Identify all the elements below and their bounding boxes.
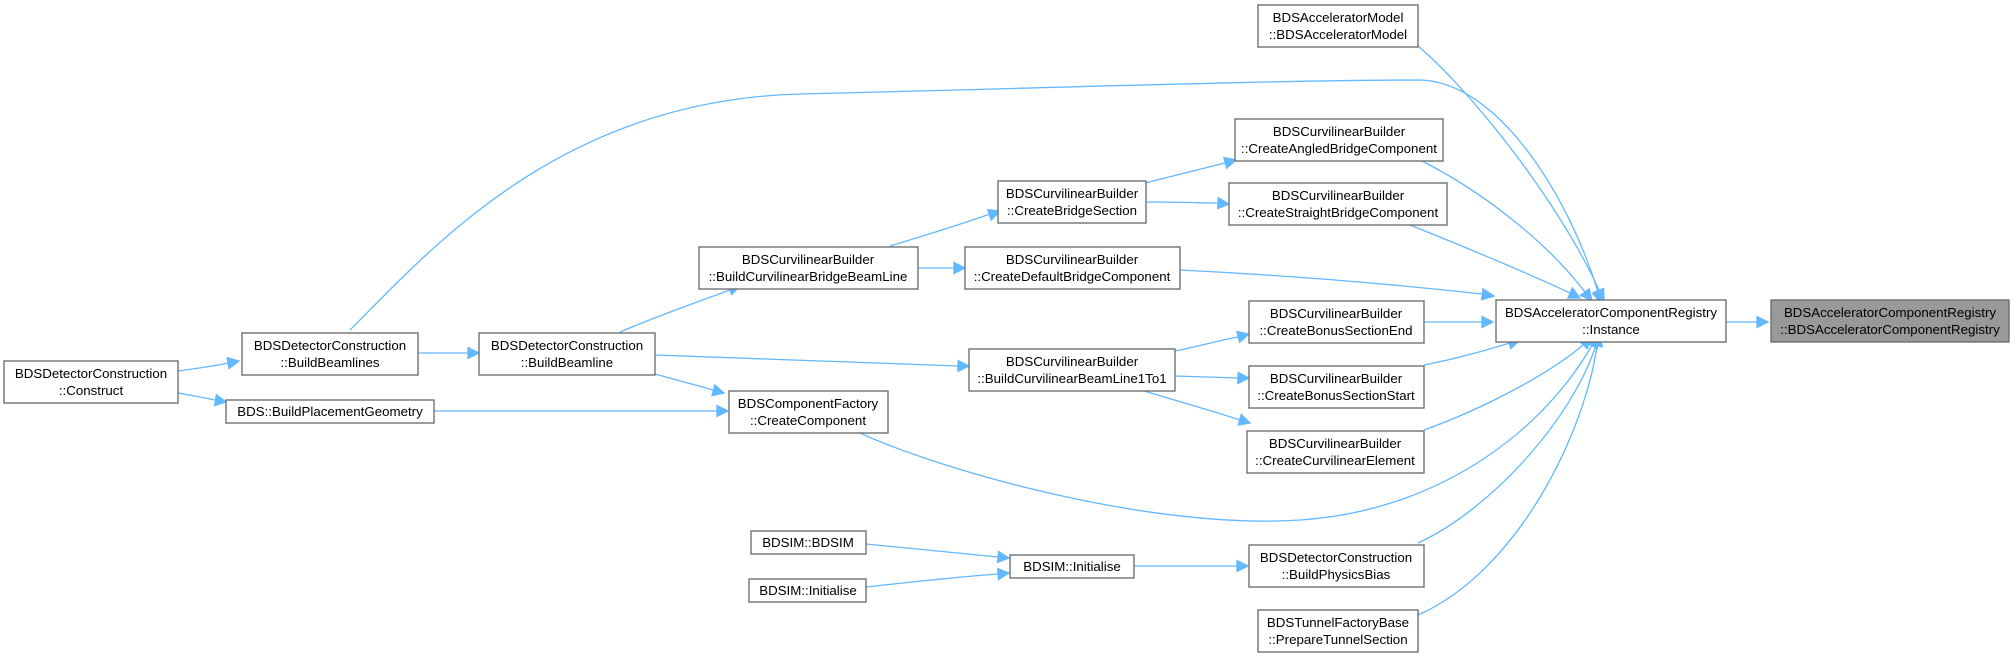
node-build-beamlines[interactable]: BDSDetectorConstruction ::BuildBeamlines bbox=[241, 332, 419, 376]
node-straight-bridge[interactable]: BDSCurvilinearBuilder ::CreateStraightBr… bbox=[1228, 182, 1448, 226]
node-create-component[interactable]: BDSComponentFactory ::CreateComponent bbox=[728, 390, 889, 434]
node-accelerator-model-line2: ::BDSAcceleratorModel bbox=[1269, 27, 1407, 42]
node-construct-line1: BDSDetectorConstruction bbox=[15, 366, 167, 381]
edge-instance-to-registry-ctor bbox=[1726, 315, 1770, 329]
node-build-beamline-line2: ::BuildBeamline bbox=[521, 355, 613, 370]
node-beamline-1to1-line1: BDSCurvilinearBuilder bbox=[1006, 354, 1139, 369]
node-registry-instance-line2: ::Instance bbox=[1582, 322, 1640, 337]
node-bridge-beamline[interactable]: BDSCurvilinearBuilder ::BuildCurvilinear… bbox=[698, 246, 919, 290]
edge-buildbeamline-to-bridgebeamline bbox=[619, 283, 742, 333]
node-bonus-section-end-line2: ::CreateBonusSectionEnd bbox=[1259, 323, 1412, 338]
edge-bdsimbdsim-to-bdsiminit bbox=[865, 543, 1011, 564]
node-angled-bridge-line2: ::CreateAngledBridgeComponent bbox=[1241, 141, 1437, 156]
node-registry-ctor[interactable]: BDSAcceleratorComponentRegistry ::BDSAcc… bbox=[1770, 299, 2010, 343]
node-build-physics-bias-line2: ::BuildPhysicsBias bbox=[1282, 567, 1391, 582]
node-bdsim-bdsim[interactable]: BDSIM::BDSIM bbox=[750, 530, 867, 555]
edge-construct-to-placement bbox=[177, 392, 228, 407]
node-bridge-section-line1: BDSCurvilinearBuilder bbox=[1006, 186, 1139, 201]
node-default-bridge-line1: BDSCurvilinearBuilder bbox=[1006, 252, 1139, 267]
node-bonus-section-end[interactable]: BDSCurvilinearBuilder ::CreateBonusSecti… bbox=[1248, 300, 1425, 344]
node-construct-line2: ::Construct bbox=[59, 383, 124, 398]
edge-construct-to-buildbeamlines bbox=[177, 356, 241, 372]
node-build-placement-geometry-label: BDS::BuildPlacementGeometry bbox=[237, 404, 423, 419]
node-registry-instance-line1: BDSAcceleratorComponentRegistry bbox=[1505, 305, 1717, 320]
node-default-bridge[interactable]: BDSCurvilinearBuilder ::CreateDefaultBri… bbox=[964, 246, 1181, 290]
node-bridge-section-line2: ::CreateBridgeSection bbox=[1007, 203, 1137, 218]
edge-bridgesection-to-straight bbox=[1144, 196, 1231, 210]
node-build-physics-bias-line1: BDSDetectorConstruction bbox=[1260, 550, 1412, 565]
node-prepare-tunnel-section[interactable]: BDSTunnelFactoryBase ::PrepareTunnelSect… bbox=[1257, 609, 1419, 653]
node-accelerator-model-line1: BDSAcceleratorModel bbox=[1273, 10, 1404, 25]
edge-bonusend-to-instance bbox=[1424, 315, 1495, 329]
edge-bdsiminit2-to-bdsiminit bbox=[865, 567, 1011, 588]
node-registry-ctor-line1: BDSAcceleratorComponentRegistry bbox=[1784, 305, 1996, 320]
node-bdsim-initialise[interactable]: BDSIM::Initialise bbox=[1009, 554, 1135, 579]
node-bdsim-initialise-2[interactable]: BDSIM::Initialise bbox=[748, 578, 867, 603]
node-build-beamline-line1: BDSDetectorConstruction bbox=[491, 338, 643, 353]
node-curvilinear-element-line2: ::CreateCurvilinearElement bbox=[1255, 453, 1415, 468]
node-prepare-tunnel-section-line2: ::PrepareTunnelSection bbox=[1268, 632, 1407, 647]
node-default-bridge-line2: ::CreateDefaultBridgeComponent bbox=[974, 269, 1171, 284]
edge-angled-to-instance bbox=[1419, 159, 1593, 303]
node-bridge-beamline-line2: ::BuildCurvilinearBridgeBeamLine bbox=[709, 269, 908, 284]
node-bdsim-initialise-2-label: BDSIM::Initialise bbox=[759, 583, 857, 598]
edge-physicsbias-to-instance bbox=[1417, 332, 1603, 544]
node-bonus-section-start[interactable]: BDSCurvilinearBuilder ::CreateBonusSecti… bbox=[1248, 365, 1425, 409]
node-bdsim-initialise-label: BDSIM::Initialise bbox=[1023, 559, 1121, 574]
edge-1to1-to-curvelement bbox=[1137, 388, 1252, 426]
edge-buildbeamline-to-createcomponent bbox=[654, 373, 726, 397]
node-create-component-line1: BDSComponentFactory bbox=[738, 396, 879, 411]
node-registry-instance[interactable]: BDSAcceleratorComponentRegistry ::Instan… bbox=[1495, 299, 1727, 343]
edge-straight-to-instance bbox=[1404, 222, 1582, 299]
node-beamline-1to1[interactable]: BDSCurvilinearBuilder ::BuildCurvilinear… bbox=[968, 348, 1176, 392]
edge-bridgebeamline-to-defaultbridge bbox=[918, 261, 967, 275]
edge-buildbeamline-to-1to1 bbox=[654, 354, 971, 373]
node-bridge-beamline-line1: BDSCurvilinearBuilder bbox=[742, 252, 875, 267]
edge-bdsiminit-to-physicsbias bbox=[1134, 559, 1250, 573]
node-beamline-1to1-line2: ::BuildCurvilinearBeamLine1To1 bbox=[977, 371, 1166, 386]
node-bonus-section-start-line1: BDSCurvilinearBuilder bbox=[1270, 371, 1403, 386]
node-bonus-section-start-line2: ::CreateBonusSectionStart bbox=[1257, 388, 1415, 403]
node-create-component-line2: ::CreateComponent bbox=[750, 413, 866, 428]
edge-defaultbridge-to-instance bbox=[1179, 269, 1496, 301]
node-build-physics-bias[interactable]: BDSDetectorConstruction ::BuildPhysicsBi… bbox=[1248, 544, 1425, 588]
node-bridge-section[interactable]: BDSCurvilinearBuilder ::CreateBridgeSect… bbox=[997, 180, 1147, 224]
node-angled-bridge-line1: BDSCurvilinearBuilder bbox=[1273, 124, 1406, 139]
node-straight-bridge-line1: BDSCurvilinearBuilder bbox=[1272, 188, 1405, 203]
node-bdsim-bdsim-label: BDSIM::BDSIM bbox=[762, 535, 854, 550]
node-build-beamline[interactable]: BDSDetectorConstruction ::BuildBeamline bbox=[478, 332, 656, 376]
edge-buildbeamlines-to-buildbeamline bbox=[418, 346, 481, 360]
node-curvilinear-element-line1: BDSCurvilinearBuilder bbox=[1269, 436, 1402, 451]
node-build-placement-geometry[interactable]: BDS::BuildPlacementGeometry bbox=[225, 399, 435, 424]
edge-bridgebeamline-to-bridgesection bbox=[889, 208, 1002, 247]
node-build-beamlines-line2: ::BuildBeamlines bbox=[280, 355, 379, 370]
edge-placement-to-createcomponent bbox=[434, 404, 730, 418]
edge-bridgesection-to-angled bbox=[1144, 156, 1238, 184]
node-angled-bridge[interactable]: BDSCurvilinearBuilder ::CreateAngledBrid… bbox=[1234, 118, 1444, 162]
node-construct[interactable]: BDSDetectorConstruction ::Construct bbox=[3, 360, 179, 404]
edge-1to1-to-bonusend bbox=[1174, 330, 1251, 352]
node-build-beamlines-line1: BDSDetectorConstruction bbox=[254, 338, 406, 353]
node-bonus-section-end-line1: BDSCurvilinearBuilder bbox=[1270, 306, 1403, 321]
edge-1to1-to-bonusstart bbox=[1174, 371, 1251, 385]
node-accelerator-model[interactable]: BDSAcceleratorModel ::BDSAcceleratorMode… bbox=[1257, 4, 1419, 48]
node-curvilinear-element[interactable]: BDSCurvilinearBuilder ::CreateCurvilinea… bbox=[1246, 430, 1425, 474]
node-registry-ctor-line2: ::BDSAcceleratorComponentRegistry bbox=[1780, 322, 2000, 337]
node-straight-bridge-line2: ::CreateStraightBridgeComponent bbox=[1238, 205, 1439, 220]
node-prepare-tunnel-section-line1: BDSTunnelFactoryBase bbox=[1267, 615, 1409, 630]
